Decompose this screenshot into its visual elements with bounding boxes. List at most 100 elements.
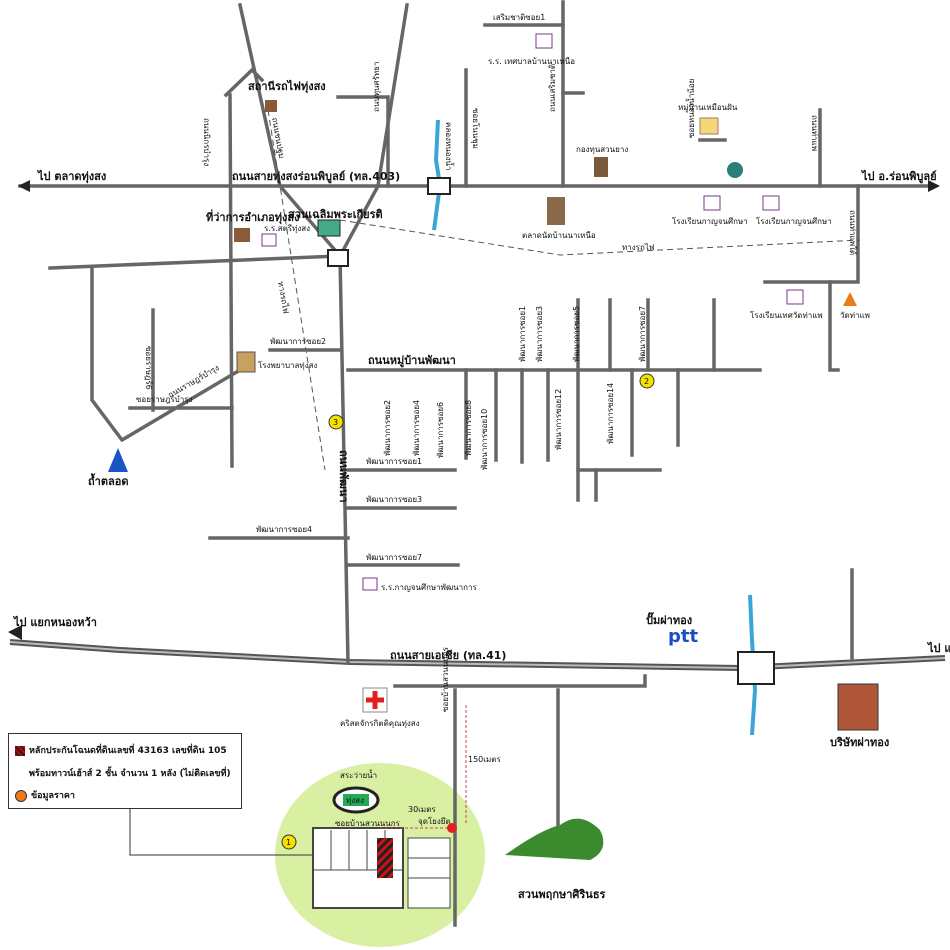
label-soi-v2: พัฒนาการซอย2 xyxy=(383,400,392,456)
arrow-left-top-icon xyxy=(18,180,30,192)
label-school-thesaban: โรงเรียนเทศวัดท่าแพ xyxy=(750,310,823,320)
label-dir-right-bottom: ไป แ xyxy=(926,641,950,655)
label-rat-bamrung6: ซอยราษฎร์6 xyxy=(144,346,154,390)
label-soi-v1: พัฒนาการซอย1 xyxy=(518,306,527,362)
cave-icon xyxy=(108,448,128,472)
label-soi-ban-suan-v: ซอยบ้านสวนนนกร xyxy=(441,646,450,712)
village-icon xyxy=(699,117,719,135)
label-ptt-station: ปั๊มผ่าทอง xyxy=(646,612,692,627)
legend-dot-icon xyxy=(15,789,27,802)
label-tha-phae-road: ถนนท่าแพ xyxy=(810,115,819,151)
label-rat-bamrung-road: ถนนราษฎร์บำรุง xyxy=(166,362,221,399)
school-kanchana2-icon xyxy=(762,195,780,211)
label-tha-phae-road2: ถนนท่าแพใต้ xyxy=(848,210,857,255)
label-soi-v10: พัฒนาการซอย10 xyxy=(480,409,489,470)
label-park-king: สวนเฉลิมพระเกียรติ xyxy=(288,208,383,221)
legend-row-1-text: หลักประกันโฉนดที่ดินเลขที่ 43163 เลขที่ด… xyxy=(29,746,227,756)
label-soi1: พัฒนาการซอย1 xyxy=(366,457,422,466)
label-road-thun-sattha: ถนนทุนศรัทธา xyxy=(372,61,381,112)
station-icon xyxy=(265,100,277,112)
company-icon xyxy=(837,683,879,731)
label-road-nong-chum: ซอยโนนชุม xyxy=(471,108,481,149)
label-botanical: สวนพฤกษาศิรินธร xyxy=(518,888,606,901)
railway-line xyxy=(267,109,326,471)
label-road-nikhom: ถนนนิกรบำรุง xyxy=(202,118,211,166)
school-satri-icon xyxy=(261,233,277,247)
marker-1-label: 1 xyxy=(286,838,291,847)
label-soi-v4: พัฒนาการซอย4 xyxy=(412,400,421,456)
label-soi7: พัฒนาการซอย7 xyxy=(366,553,422,562)
label-soi4: พัฒนาการซอย4 xyxy=(256,525,312,534)
ptt-logo-text: ptt xyxy=(668,626,698,647)
label-dir-left-bottom: ไป แยกหนองหว้า xyxy=(12,615,97,629)
label-pool: สระว่ายน้ำ xyxy=(340,769,377,780)
hospital-icon xyxy=(236,351,256,373)
label-soem-chat-soi1: เสริมชาติซอย1 xyxy=(493,13,545,22)
arrow-left-bottom-icon xyxy=(8,625,22,640)
savings-icon xyxy=(594,157,608,177)
label-road-soem-chat: ถนนเสริมชาติ xyxy=(548,64,557,112)
marker-3-label: 3 xyxy=(333,418,338,427)
road-highway-41-inner xyxy=(9,641,946,670)
park-icon xyxy=(317,219,341,237)
label-school-kanchana1: โรงเรียนกาญจนศึกษา xyxy=(672,216,748,226)
legend-row-3-text: ข้อมูลราคา xyxy=(31,791,75,801)
label-soi3: พัฒนาการซอย3 xyxy=(366,495,422,504)
bridge-south xyxy=(737,651,775,685)
district-office-icon xyxy=(234,228,250,242)
river-north xyxy=(432,119,443,231)
label-market: ตลาดนัดบ้านนาเหนือ xyxy=(522,231,596,240)
label-road-phatthana: ถนนพัฒนา xyxy=(337,450,350,503)
label-rat-bamrung: ซอยราษฎร์บำรุง xyxy=(136,394,193,404)
underpass xyxy=(327,249,349,267)
legend-hatch-icon xyxy=(15,745,25,756)
school-nua-icon xyxy=(535,33,553,49)
start-point-icon xyxy=(447,823,457,833)
market-icon xyxy=(547,197,565,225)
wat-icon xyxy=(843,292,857,306)
label-soi2: พัฒนาการซอย2 xyxy=(270,337,326,346)
marker-2-label: 2 xyxy=(644,377,649,386)
label-soi-ban-suan: ซอยบ้านสวนนนกร xyxy=(335,819,401,828)
label-distance-30: 30เมตร xyxy=(408,805,436,814)
label-road-moo-ban: ถนนหมู่บ้านพัฒนา xyxy=(368,354,456,368)
label-school-phatthana: ร.ร.กาญจนศึกษาพัฒนาการ xyxy=(381,583,477,592)
label-railway: ทางรถไฟ xyxy=(622,243,655,252)
label-pool-sign: ทุ่งสง xyxy=(346,796,364,805)
label-cave: ถ้ำตลอด xyxy=(88,473,128,488)
label-soi-v3: พัฒนาการซอย3 xyxy=(535,306,544,362)
label-village: หมู่บ้านเหมือนฝัน xyxy=(678,103,738,113)
label-khlong: คลองหนองน้ำ xyxy=(444,122,455,170)
label-church: คริสตจักรกิตติคุณทุ่งสง xyxy=(340,719,420,728)
label-company: บริษัทผ่าทอง xyxy=(830,736,889,749)
arrow-right-top-icon xyxy=(928,180,940,192)
label-hospital: โรงพยาบาลทุ่งสง xyxy=(258,360,317,370)
school-phatthana-icon xyxy=(362,577,378,591)
legend-row-3: ข้อมูลราคา xyxy=(15,788,75,802)
legend-box: หลักประกันโฉนดที่ดินเลขที่ 43163 เลขที่ด… xyxy=(8,733,242,809)
label-soi-v6: พัฒนาการซอย6 xyxy=(436,402,445,458)
label-soi-v12: พัฒนาการซอย12 xyxy=(554,389,563,450)
label-savings: กองทุนสวนยาง xyxy=(576,145,628,154)
marker-1-icon xyxy=(281,834,297,850)
label-school-kanchana2: โรงเรียนกาญจนศึกษา xyxy=(756,216,832,226)
label-soi-v5: พัฒนาการซอย5 xyxy=(572,306,581,362)
label-district-office: ที่ว่าการอำเภอทุ่งสง xyxy=(206,209,299,225)
label-school-satri: ร.ร.สตรีทุ่งสง xyxy=(264,224,310,233)
label-soi-nong-nam: ซอยหนองน้ำน้อย xyxy=(685,79,696,138)
legend-row-2: พร้อมทาวน์เฮ้าส์ 2 ชั้น จำนวน 1 หลัง (ไม… xyxy=(29,766,231,780)
bridge-north xyxy=(427,177,451,195)
label-start-point: จุดโยงยึด xyxy=(418,816,451,826)
railway-line-east xyxy=(339,219,861,256)
label-soi-v7: พัฒนาการซอย7 xyxy=(638,306,647,362)
label-road-41: ถนนสายเอเชีย (ทล.41) xyxy=(390,649,506,662)
marker-2-icon xyxy=(639,373,655,389)
label-wat: วัดท่าแพ xyxy=(840,311,870,320)
marker-3-icon xyxy=(328,414,344,430)
legend-row-1: หลักประกันโฉนดที่ดินเลขที่ 43163 เลขที่ด… xyxy=(15,743,227,757)
property-highlight xyxy=(377,838,393,878)
label-school-nua: ร.ร. เทศบาลบ้านนาเหนือ xyxy=(488,57,575,66)
botanical-garden-icon xyxy=(505,818,604,860)
label-soi-v14: พัฒนาการซอย14 xyxy=(606,383,615,444)
